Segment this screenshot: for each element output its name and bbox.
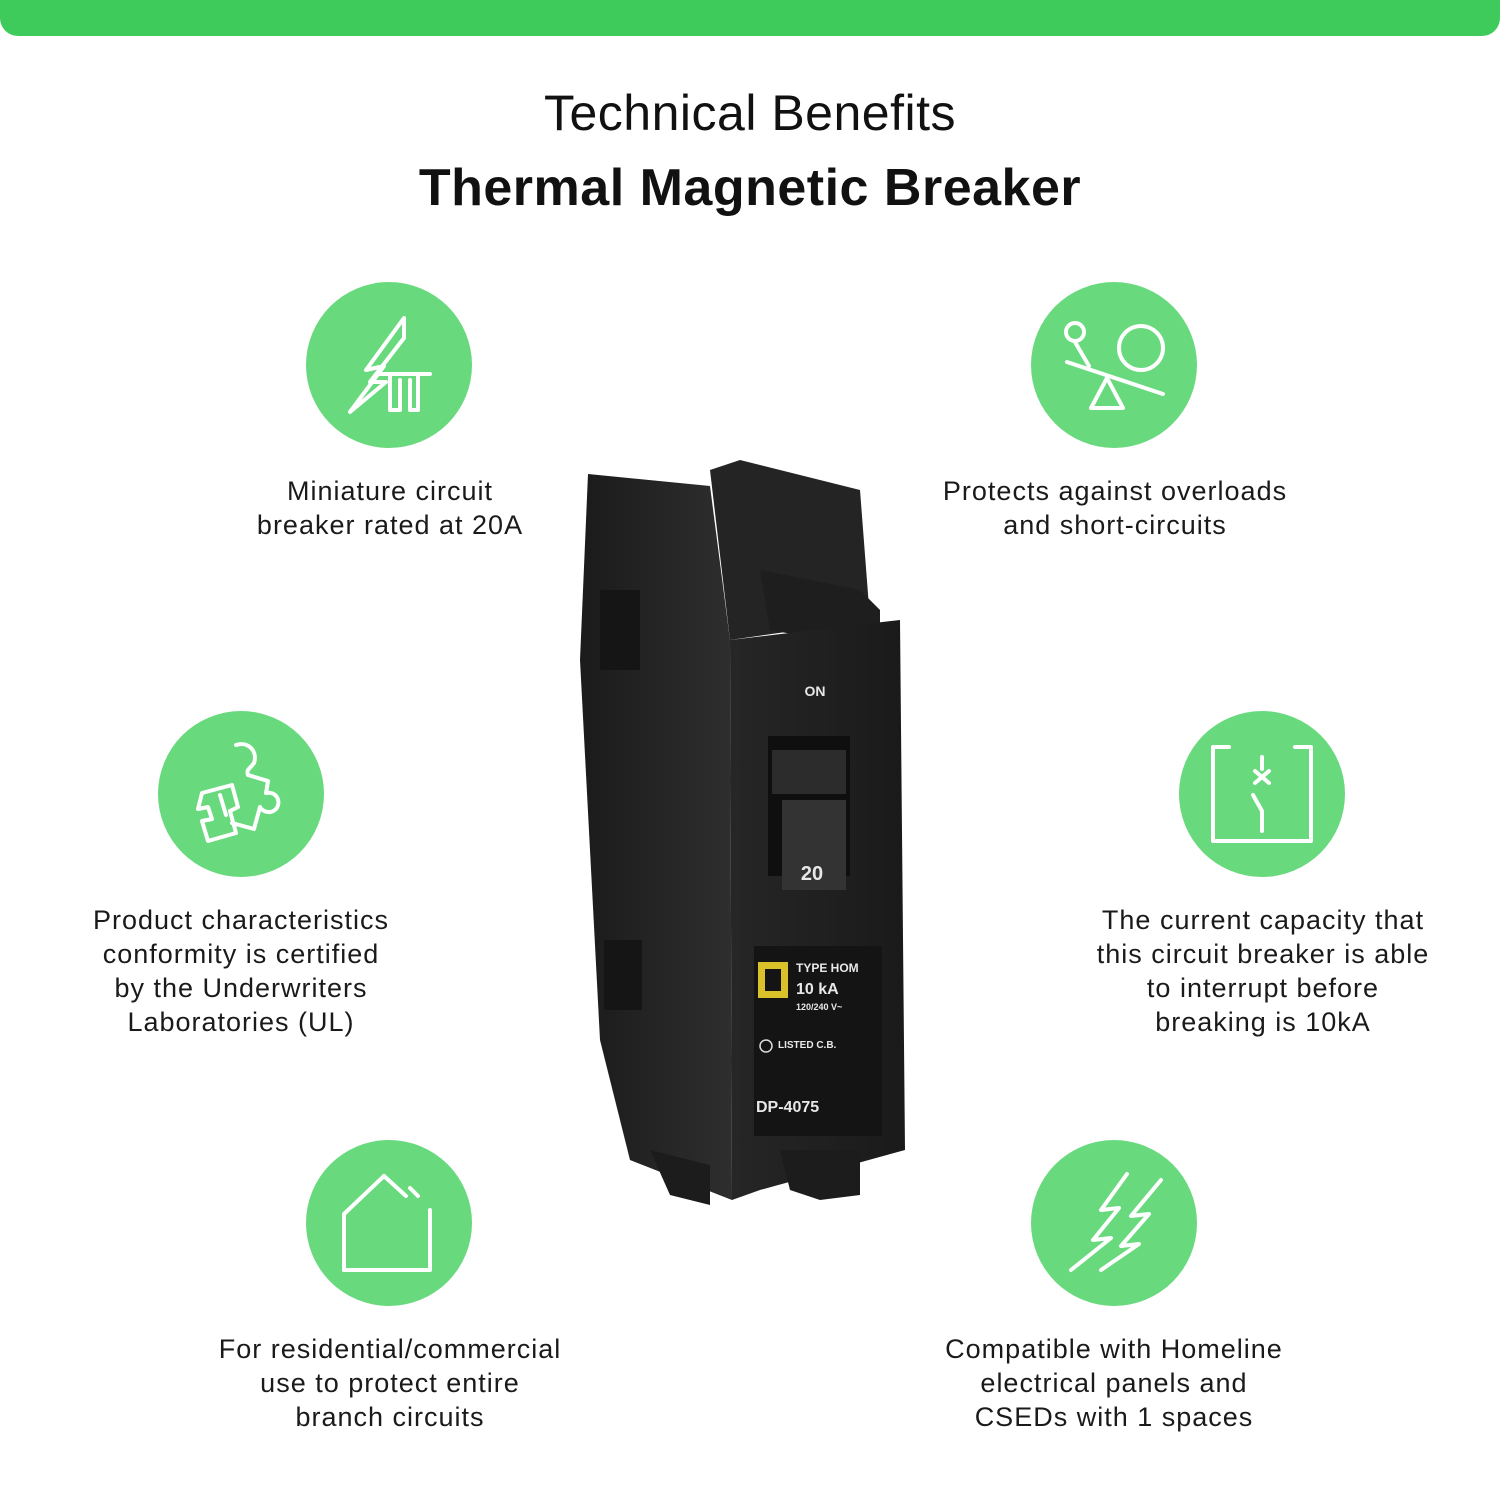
seesaw-balance-icon xyxy=(1064,321,1165,410)
lightning-tower-icon xyxy=(348,316,432,414)
feature-1-text: Miniature circuit breaker rated at 20A xyxy=(256,476,524,540)
model-label: DP-4075 xyxy=(756,1099,819,1116)
rating-label: 20 xyxy=(801,863,823,885)
feature-2-text: Protects against overloads and short-cir… xyxy=(942,476,1288,540)
house-icon xyxy=(342,1174,432,1272)
feature-3-badge xyxy=(158,711,324,877)
top-accent-bar xyxy=(0,0,1500,36)
certified-puzzle-icon xyxy=(196,742,281,843)
feature-2-badge xyxy=(1031,282,1197,448)
voltage-label: 120/240 V~ xyxy=(796,1002,842,1012)
page-subtitle: Thermal Magnetic Breaker xyxy=(418,159,1082,217)
feature-4-badge xyxy=(1179,711,1345,877)
page-title: Technical Benefits xyxy=(543,85,956,141)
feature-6-text: Compatible with Homeline electrical pane… xyxy=(945,1334,1283,1432)
circuit-breaker-illustration: 20 ON TYPE HOM 10 kA 120/240 V~ LISTED C… xyxy=(580,460,905,1205)
double-lightning-icon xyxy=(1069,1172,1163,1272)
circuit-breaker-image: 20 ON TYPE HOM 10 kA 120/240 V~ LISTED C… xyxy=(560,460,920,1220)
feature-6-badge xyxy=(1031,1140,1197,1306)
feature-1-badge xyxy=(306,282,472,448)
feature-3-text: Product characteristics conformity is ce… xyxy=(92,905,390,1037)
on-label: ON xyxy=(805,683,826,699)
feature-4-text: The current capacity that this circuit b… xyxy=(1096,905,1430,1037)
circuit-switch-icon xyxy=(1211,745,1313,843)
listed-label: LISTED C.B. xyxy=(778,1040,837,1051)
feature-5-badge xyxy=(306,1140,472,1306)
type-label: TYPE HOM xyxy=(796,961,859,975)
feature-5-text: For residential/commercial use to protec… xyxy=(218,1334,562,1432)
ka-label: 10 kA xyxy=(796,981,839,998)
